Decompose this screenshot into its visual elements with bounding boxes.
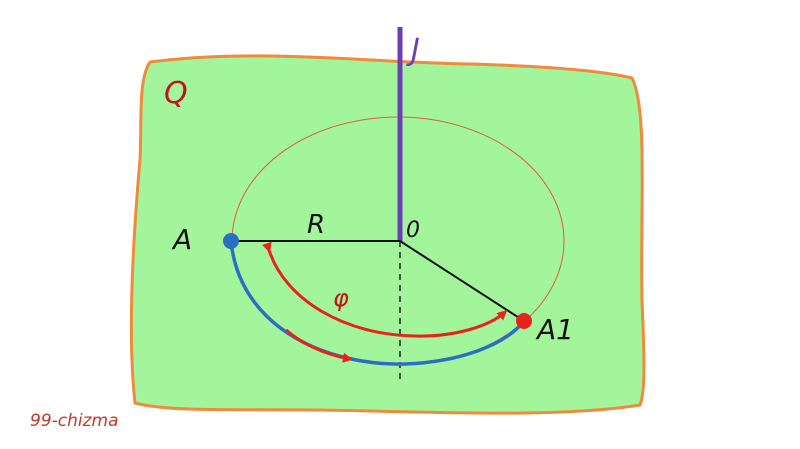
figure-caption: 99-chizma bbox=[30, 411, 119, 431]
point-a bbox=[223, 233, 239, 249]
angle-label: φ bbox=[333, 284, 349, 312]
plane-label: Q bbox=[164, 76, 188, 111]
point-a-label: A bbox=[171, 223, 192, 256]
center-label: 0 bbox=[406, 218, 420, 243]
angle-phi-arrow bbox=[262, 241, 508, 338]
point-a1 bbox=[516, 313, 532, 329]
motion-arrow bbox=[285, 328, 353, 363]
arc-a-a1 bbox=[229, 240, 526, 366]
point-a1-label: A1 bbox=[535, 313, 574, 346]
plane-q bbox=[129, 54, 646, 415]
radius-label: R bbox=[307, 210, 325, 240]
